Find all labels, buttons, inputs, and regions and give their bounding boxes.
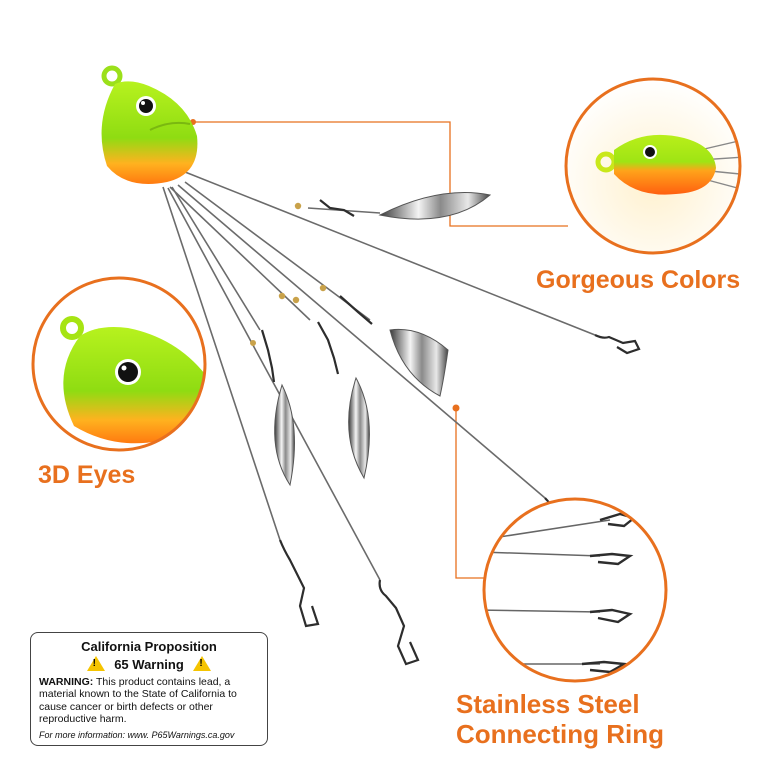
callout-stainless-steel: Stainless Steel Connecting Ring	[456, 689, 664, 750]
warning-subtitle: 65 Warning	[114, 657, 184, 672]
jig-head	[101, 65, 198, 184]
willow-blades	[274, 192, 492, 487]
wire-arms	[162, 167, 596, 581]
warning-triangle-icon: !	[86, 656, 105, 671]
beads	[250, 202, 327, 346]
inset-eyes	[31, 276, 207, 452]
callout-3d-eyes: 3D Eyes	[38, 461, 136, 489]
warning-word: WARNING:	[39, 676, 94, 688]
callout-connectors	[190, 119, 568, 579]
inset-connecting-ring	[482, 497, 668, 683]
callout-line-1: Stainless Steel	[456, 689, 640, 719]
warning-body: WARNING: This product contains lead, a m…	[39, 676, 259, 726]
warning-subtitle-row: ! 65 Warning !	[39, 656, 259, 672]
warning-text: This product contains lead, a material k…	[39, 676, 237, 726]
swivels	[260, 199, 641, 666]
warning-title: California Proposition	[81, 639, 217, 654]
inset-colors	[564, 77, 742, 255]
warning-more-info: For more information: www. P65Warnings.c…	[39, 729, 235, 740]
prop65-warning-label: California Proposition ! 65 Warning ! WA…	[30, 632, 268, 746]
callout-gorgeous-colors: Gorgeous Colors	[536, 266, 741, 294]
callout-line-2: Connecting Ring	[456, 718, 664, 749]
warning-triangle-icon: !	[193, 656, 212, 671]
